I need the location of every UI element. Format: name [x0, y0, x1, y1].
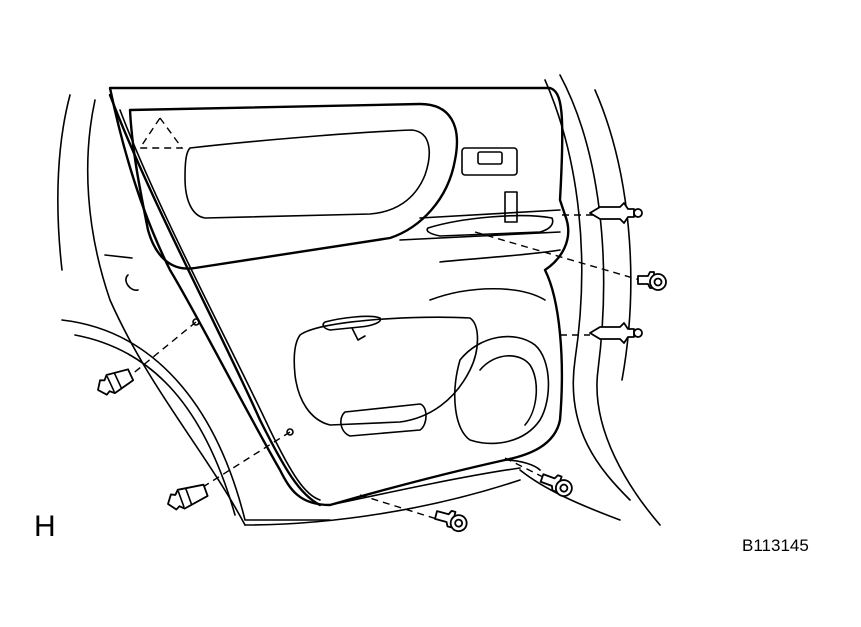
- clip-lower-right: [589, 322, 643, 344]
- weatherstrip: [108, 93, 322, 507]
- caution-triangle-icon: [138, 116, 184, 149]
- fastener-leader-lines: [124, 214, 641, 521]
- door-trim-panel: [108, 86, 570, 507]
- clip-lower-left: [167, 483, 209, 511]
- screw-bottom-center: [434, 509, 468, 533]
- door-frame-outline: [57, 74, 661, 526]
- screw-bottom-right: [539, 473, 573, 497]
- clip-upper-right: [589, 202, 643, 224]
- screw-right-middle: [637, 271, 667, 291]
- panel-letter: H: [34, 510, 56, 543]
- clip-upper-left: [97, 368, 135, 396]
- figure-code: B113145: [742, 536, 809, 555]
